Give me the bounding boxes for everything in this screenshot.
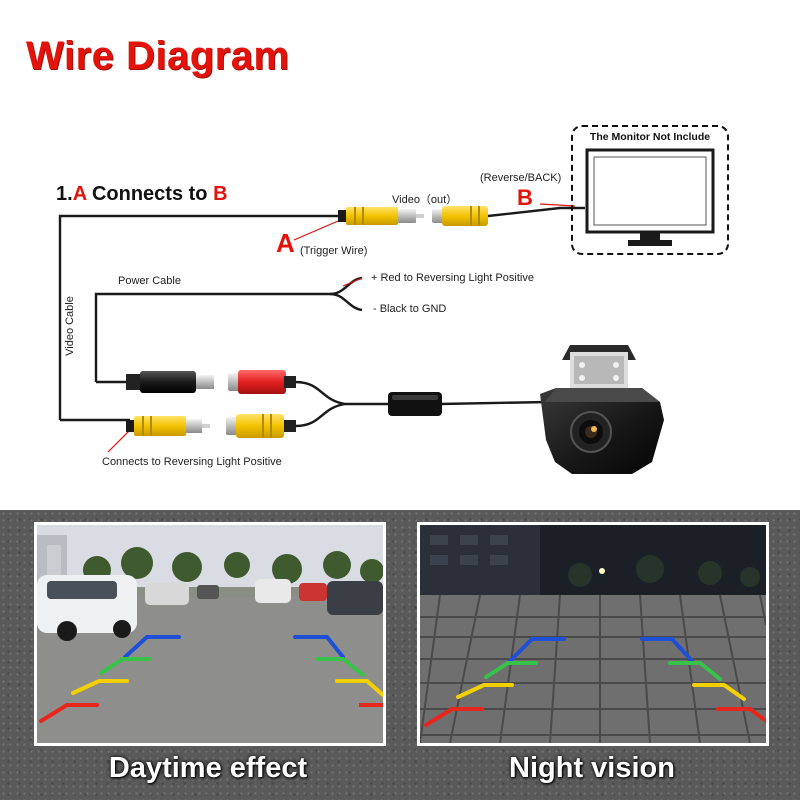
night-guide-lines <box>424 637 766 727</box>
rca-male-top <box>338 207 424 225</box>
rca-female-bottom <box>226 414 296 438</box>
camera-cable <box>439 400 549 406</box>
pointer-lines <box>107 203 576 453</box>
reversing-light-label: Connects to Reversing Light Positive <box>102 456 282 468</box>
connection-heading: 1.A Connects to B <box>56 183 228 206</box>
power-split-black <box>329 292 363 312</box>
video-out-to-monitor <box>487 206 585 218</box>
paving-grid <box>420 594 766 743</box>
page-title: Wire Diagram <box>26 34 290 78</box>
yellow-rca-tail <box>294 402 346 428</box>
red-positive-label: + Red to Reversing Light Positive <box>371 272 534 284</box>
video-cable-line <box>58 214 345 420</box>
heading-middle: Connects to <box>86 183 214 205</box>
b-marker: B <box>517 185 533 210</box>
b-pointer <box>539 203 576 207</box>
power-cable-label: Power Cable <box>118 275 181 287</box>
backup-camera <box>540 345 664 474</box>
dc-power-socket-red <box>228 370 296 394</box>
night-vision-caption: Night vision <box>509 752 675 784</box>
day-guide-lines <box>39 635 383 723</box>
inline-filter-box <box>388 392 442 416</box>
cables <box>58 206 585 428</box>
trigger-wire-pointer <box>293 217 346 241</box>
monitor-not-include-label: The Monitor Not Include <box>589 131 711 143</box>
video-cable-label: Video Cable <box>64 296 76 356</box>
black-gnd-label: - Black to GND <box>373 303 447 315</box>
daytime-effect-caption: Daytime effect <box>108 752 308 784</box>
rca-male-bottom <box>126 416 210 436</box>
heading-b: B <box>213 183 228 205</box>
night-vision-image <box>417 522 769 746</box>
video-out-label: Video（out） <box>392 194 458 206</box>
trigger-wire-label: (Trigger Wire) <box>300 245 368 257</box>
reverse-back-label: (Reverse/BACK) <box>480 172 562 184</box>
wiring-diagram <box>58 125 729 474</box>
heading-a: A <box>72 183 87 205</box>
heading-prefix: 1. <box>56 183 73 205</box>
monitor-not-included <box>571 125 729 255</box>
daytime-effect-image <box>34 522 386 746</box>
red-rca-tail <box>294 380 392 406</box>
dc-power-plug-black <box>126 371 214 393</box>
rca-female-top <box>432 206 488 226</box>
parked-cars <box>37 575 383 641</box>
power-cable-line <box>94 276 363 382</box>
a-marker: A <box>276 228 295 258</box>
power-split-red <box>342 277 363 287</box>
